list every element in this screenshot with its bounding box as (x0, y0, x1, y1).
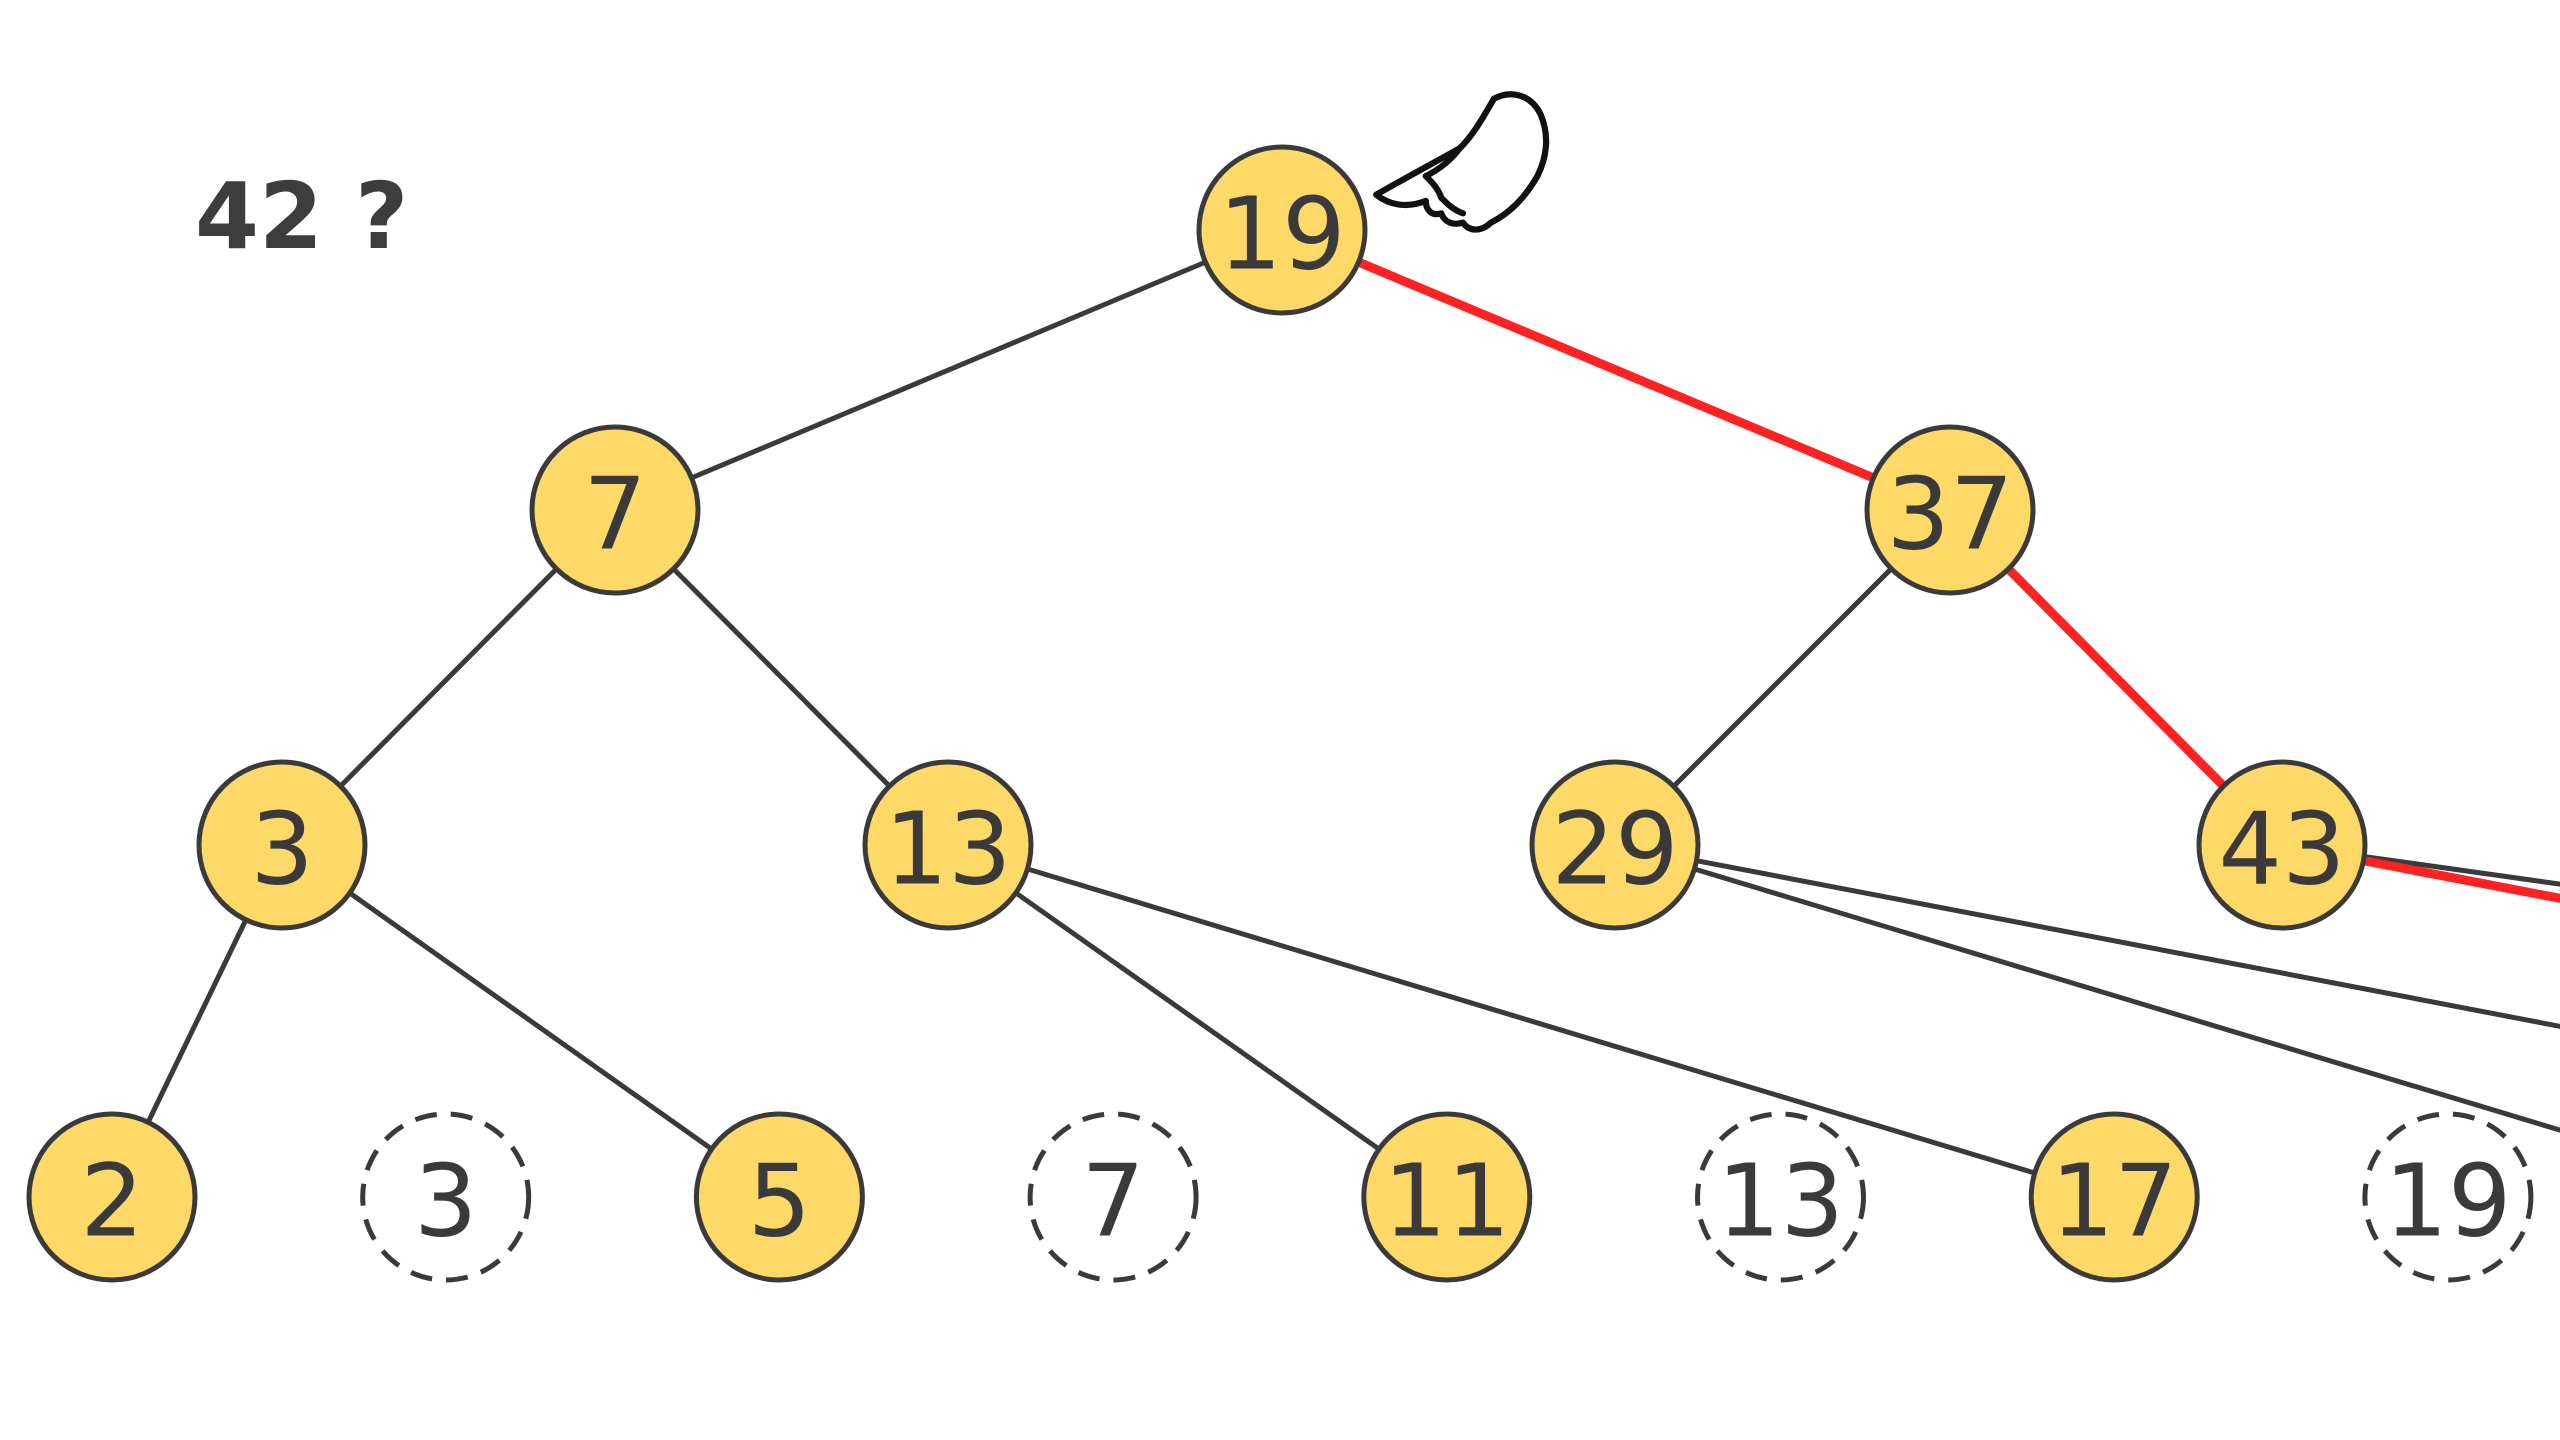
dashed-node-circle (2362, 1111, 2534, 1283)
tree-node: 2 (26, 1111, 198, 1283)
node-label: 11 (1383, 1143, 1510, 1260)
tree-edge (1694, 858, 2560, 1029)
search-path-edge (2003, 564, 2229, 791)
node-label: 5 (748, 1143, 812, 1260)
node-label: 7 (583, 456, 647, 573)
tree-node: 7 (529, 424, 701, 596)
node-circle (26, 1111, 198, 1283)
dashed-leaf-node: 7 (1027, 1111, 1199, 1283)
tree-edge (145, 917, 249, 1125)
node-circle (529, 424, 701, 596)
tree-edge (671, 566, 892, 789)
tree-edge (689, 259, 1208, 481)
node-label: 37 (1886, 456, 2013, 573)
node-label: 19 (1218, 176, 1345, 293)
node-label: 13 (1717, 1143, 1844, 1260)
tree-edge (1024, 866, 2038, 1176)
dashed-node-circle (360, 1111, 532, 1283)
node-circle (2028, 1111, 2200, 1283)
tree-node: 17 (2028, 1111, 2200, 1283)
tree-node: 29 (1529, 759, 1701, 931)
dashed-node-circle (1695, 1111, 1866, 1283)
node-label: 3 (414, 1143, 478, 1260)
node-circle (693, 1111, 865, 1283)
node-circle (1529, 759, 1701, 931)
node-circle (1361, 1111, 1533, 1283)
node-label: 29 (1551, 791, 1678, 908)
dashed-node-circle (1027, 1111, 1199, 1283)
node-label: 43 (2218, 791, 2345, 908)
tree-node: 37 (1864, 424, 2036, 596)
tree-nodes: 19737313294337131929374325111723314147 (26, 144, 2534, 1283)
tree-node: 11 (1361, 1111, 1533, 1283)
tree-edge (338, 566, 559, 789)
node-label: 17 (2051, 1143, 2178, 1260)
pointing-hand-icon (1373, 91, 1550, 233)
node-circle (862, 759, 1034, 931)
node-circle (1196, 144, 1368, 316)
node-circle (2196, 759, 2368, 931)
node-label: 2 (80, 1143, 144, 1260)
dashed-leaf-node: 19 (2362, 1111, 2534, 1283)
node-label: 3 (250, 791, 314, 908)
dashed-leaf-node: 3 (360, 1111, 532, 1283)
search-path-edge (1354, 257, 1878, 483)
node-label: 13 (884, 791, 1011, 908)
tree-edge (1691, 866, 2560, 1133)
tree-node: 5 (693, 1111, 865, 1283)
tree-edge (1671, 566, 1894, 789)
node-circle (1864, 424, 2036, 596)
node-circle (196, 759, 368, 931)
dashed-leaf-node: 13 (1695, 1111, 1866, 1283)
search-path (1354, 257, 2560, 903)
node-label: 19 (2384, 1143, 2511, 1260)
tree-edge (1013, 890, 1382, 1152)
tree-node: 3 (196, 759, 368, 931)
node-label: 7 (1081, 1143, 1145, 1260)
tree-node: 43 (2196, 759, 2368, 931)
tree-node: 13 (862, 759, 1034, 931)
tree-node: 19 (1196, 144, 1368, 316)
tree-edges (145, 259, 2560, 1176)
tree-edge (347, 890, 715, 1152)
query-label: 42 ? (195, 163, 408, 270)
